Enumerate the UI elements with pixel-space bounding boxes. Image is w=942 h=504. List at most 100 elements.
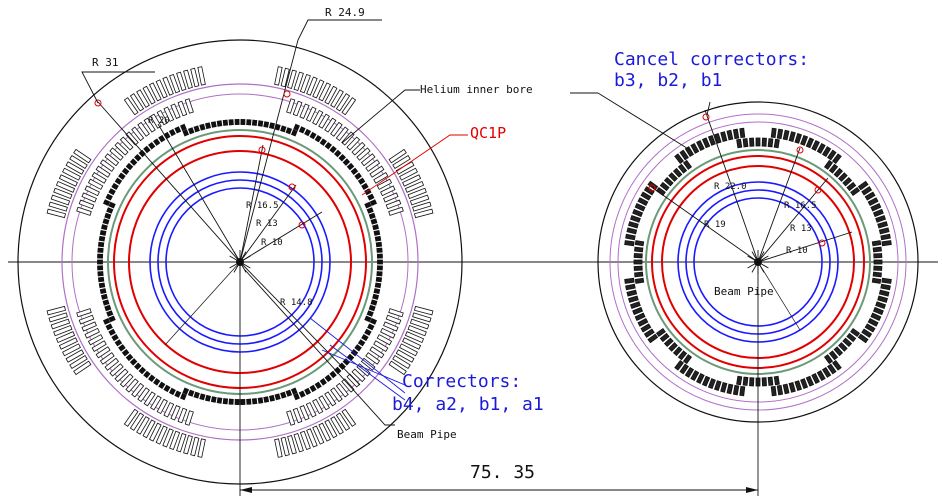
right-outer-coil-block (637, 197, 649, 207)
left-mid-coil-block (385, 314, 402, 325)
left-mid-coil-block (81, 192, 97, 203)
left-mid-coil-block (137, 121, 150, 137)
left-dark-bead-inner (373, 229, 381, 236)
left-mid-coil-block (299, 405, 310, 421)
left-radius-r31-line (97, 101, 241, 263)
center-tick (757, 255, 769, 263)
left-mid-coil-block (95, 165, 111, 178)
right-inner-coil-block (838, 172, 848, 182)
left-outer-coil-block (123, 97, 139, 116)
left-dark-bead-inner (99, 288, 107, 295)
right-inner-coil-block (755, 137, 761, 147)
left-outer-coil-block (395, 349, 415, 363)
left-dark-bead-inner (98, 282, 106, 289)
center-tick (757, 261, 765, 273)
left-outer-coil-block (335, 412, 351, 431)
right-outer-coil-block (878, 227, 890, 235)
left-outer-coil-block (162, 428, 174, 448)
right-inner-coil-block (873, 259, 883, 265)
right-inner-coil-block (828, 163, 839, 174)
left-outer-coil-block (169, 73, 181, 94)
left-label-r13: R 13 (256, 219, 278, 229)
left-mid-coil-block (356, 147, 371, 161)
right-outer-coil-block (684, 366, 695, 378)
right-outer-coil-block (628, 295, 639, 303)
left-mid-coil-block (109, 147, 124, 161)
left-dark-bead-inner (99, 229, 107, 236)
left-outer-coil-block (274, 438, 283, 458)
left-outer-coil-block (48, 312, 68, 323)
right-outer-coil-block (867, 317, 879, 327)
right-outer-coil-block (821, 366, 832, 378)
right-outer-coil-block (805, 375, 815, 387)
right-outer-coil-block (643, 328, 655, 338)
left-dark-bead (138, 149, 147, 158)
left-dark-bead (329, 145, 337, 154)
left-outer-coil-block (73, 360, 92, 376)
left-mid-coil-block (78, 199, 95, 210)
right-outer-coil-block (629, 301, 641, 309)
left-dark-bead (125, 162, 134, 171)
right-outer-coil-block (857, 180, 869, 191)
left-dark-bead-inner (257, 120, 264, 127)
right-outer-coil-block (726, 129, 734, 141)
left-outer-coil-block (197, 66, 206, 86)
left-mid-coil-block (170, 103, 181, 119)
left-dark-bead-inner (104, 304, 112, 312)
left-mid-coil-block (286, 98, 296, 114)
right-outer-coil-block (875, 215, 887, 223)
left-outer-coil-block (142, 419, 156, 439)
left-outer-coil-block (330, 416, 344, 435)
left-dark-bead (319, 378, 327, 386)
left-dark-bead (357, 339, 366, 347)
left-outer-coil-block (183, 435, 193, 455)
left-mid-coil-block (388, 308, 404, 318)
right-outer-coil-block (625, 283, 636, 291)
left-dark-bead-inner (370, 218, 378, 225)
left-dark-bead-inner (100, 293, 108, 300)
left-dark-bead-inner (210, 396, 217, 403)
left-dark-bead (108, 328, 116, 336)
left-dark-bead (350, 167, 359, 175)
left-outer-coil-block (183, 69, 193, 89)
left-mid-coil-block (156, 109, 168, 126)
left-dark-bead (180, 123, 187, 132)
right-radius-r13-line (757, 177, 829, 263)
center-tick (751, 261, 759, 273)
left-mid-coil-block (383, 192, 399, 203)
left-dark-bead-inner (257, 397, 264, 404)
left-radius-r10-line (239, 211, 323, 263)
left-dark-bead (342, 158, 351, 166)
left-outer-coil-block (136, 89, 150, 108)
right-outer-coil-block (880, 283, 891, 291)
left-outer-coil-block (413, 208, 434, 219)
left-mid-coil-block (324, 391, 337, 407)
right-outer-coil-block (861, 186, 873, 196)
left-dark-bead-inner (368, 212, 376, 220)
right-outer-coil-block (674, 153, 684, 165)
left-outer-coil-block (148, 422, 162, 442)
left-dark-bead (304, 387, 312, 396)
right-outer-coil-block (800, 134, 809, 146)
right-outer-coil-block (739, 127, 746, 139)
right-inner-coil-block (842, 176, 853, 187)
right-outer-coil-block (696, 373, 705, 384)
right-inner-coil-block (634, 271, 644, 278)
left-outer-coil-block (293, 71, 304, 91)
right-label-r13: R 13 (790, 224, 812, 234)
right-inner-coil-block (682, 354, 693, 365)
right-outer-coil-block (816, 142, 826, 154)
right-outer-coil-block (643, 186, 655, 196)
right-outer-coil-block (805, 137, 815, 149)
left-mid-coil-block (91, 340, 107, 352)
left-outer-coil-block (129, 93, 145, 112)
right-marker-r220 (702, 113, 710, 121)
left-mid-coil-block (184, 98, 194, 114)
left-outer-coil-block (190, 436, 200, 457)
right-outer-coil-block (770, 385, 777, 397)
right-radius-r220-line (704, 109, 759, 263)
left-dark-bead-inner (216, 397, 223, 404)
right-outer-coil-block (821, 146, 832, 158)
right-marker-r10 (818, 239, 826, 247)
right-inner-coil-block (672, 167, 683, 178)
